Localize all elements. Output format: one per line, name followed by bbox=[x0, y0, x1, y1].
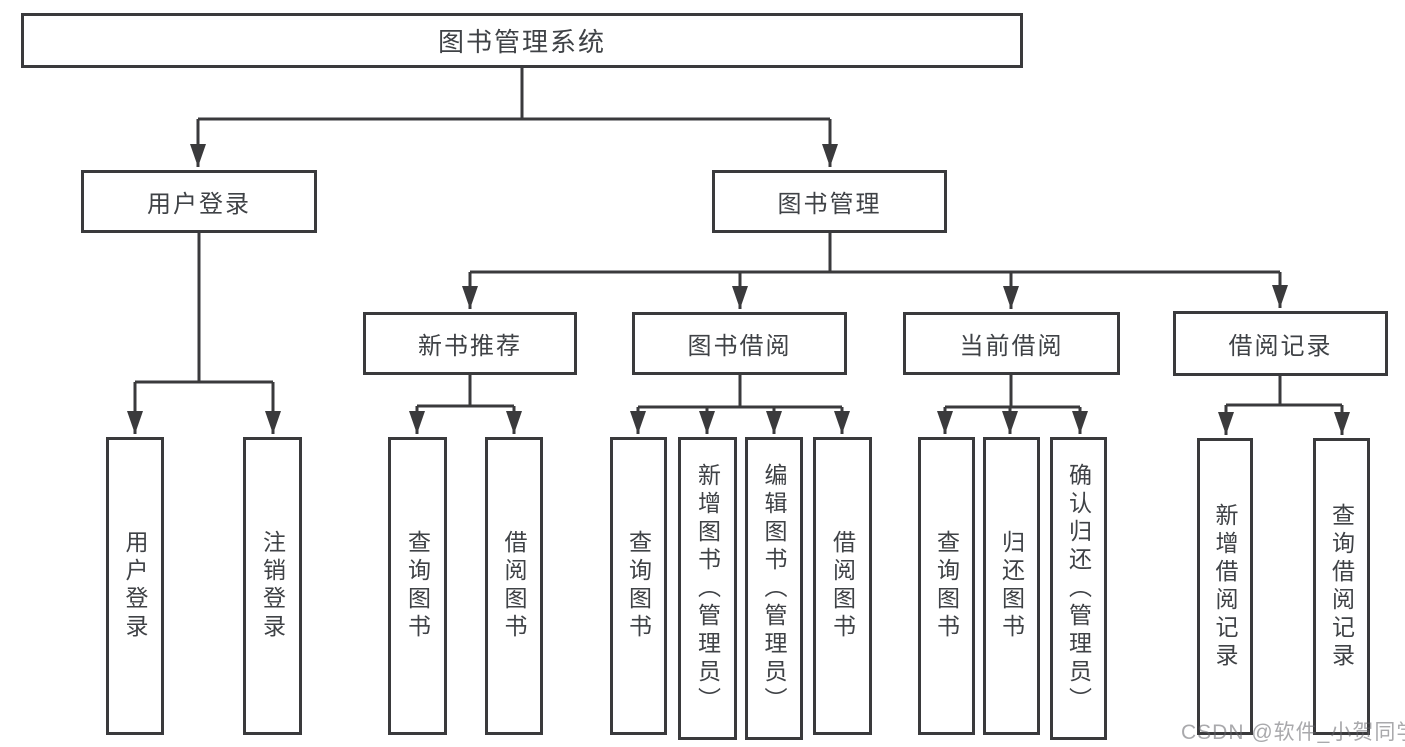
connector-borrow-branch bbox=[638, 375, 842, 409]
node-current-query-books: 查询图书 bbox=[918, 437, 975, 735]
connector-newbook-branch bbox=[417, 375, 514, 408]
connector-current-branch bbox=[945, 375, 1080, 409]
node-current-return-books: 归还图书 bbox=[983, 437, 1040, 735]
connector-record-branch bbox=[1226, 376, 1342, 407]
node-library-management-system: 图书管理系统 bbox=[21, 13, 1023, 68]
node-new-book-recommend: 新书推荐 bbox=[363, 312, 577, 375]
node-current-borrow: 当前借阅 bbox=[903, 312, 1120, 375]
node-record-query-record: 查询借阅记录 bbox=[1313, 438, 1370, 735]
node-record-add-record: 新增借阅记录 bbox=[1197, 438, 1253, 735]
node-borrow-record: 借阅记录 bbox=[1173, 311, 1388, 376]
node-borrow-query-books: 查询图书 bbox=[610, 437, 667, 735]
node-borrow-add-books-admin: 新增图书（管理员） bbox=[678, 437, 737, 740]
node-user-login: 用户登录 bbox=[81, 170, 317, 233]
node-newbook-query-books: 查询图书 bbox=[388, 437, 447, 735]
connector-root-branch bbox=[198, 68, 830, 121]
node-borrow-edit-books-admin: 编辑图书（管理员） bbox=[745, 437, 803, 740]
node-book-borrow: 图书借阅 bbox=[632, 312, 847, 375]
node-user-login-action: 用户登录 bbox=[106, 437, 164, 735]
connector-mgmt-branch bbox=[470, 233, 1280, 274]
node-current-confirm-return-admin: 确认归还（管理员） bbox=[1050, 437, 1107, 740]
connector-login-branch bbox=[135, 233, 273, 384]
node-borrow-borrow-books: 借阅图书 bbox=[813, 437, 872, 735]
csdn-watermark: CSDN @软件_小贺同学 bbox=[1181, 721, 1405, 744]
node-logout-action: 注销登录 bbox=[243, 437, 302, 735]
node-newbook-borrow-books: 借阅图书 bbox=[485, 437, 543, 735]
node-book-management: 图书管理 bbox=[712, 170, 947, 233]
